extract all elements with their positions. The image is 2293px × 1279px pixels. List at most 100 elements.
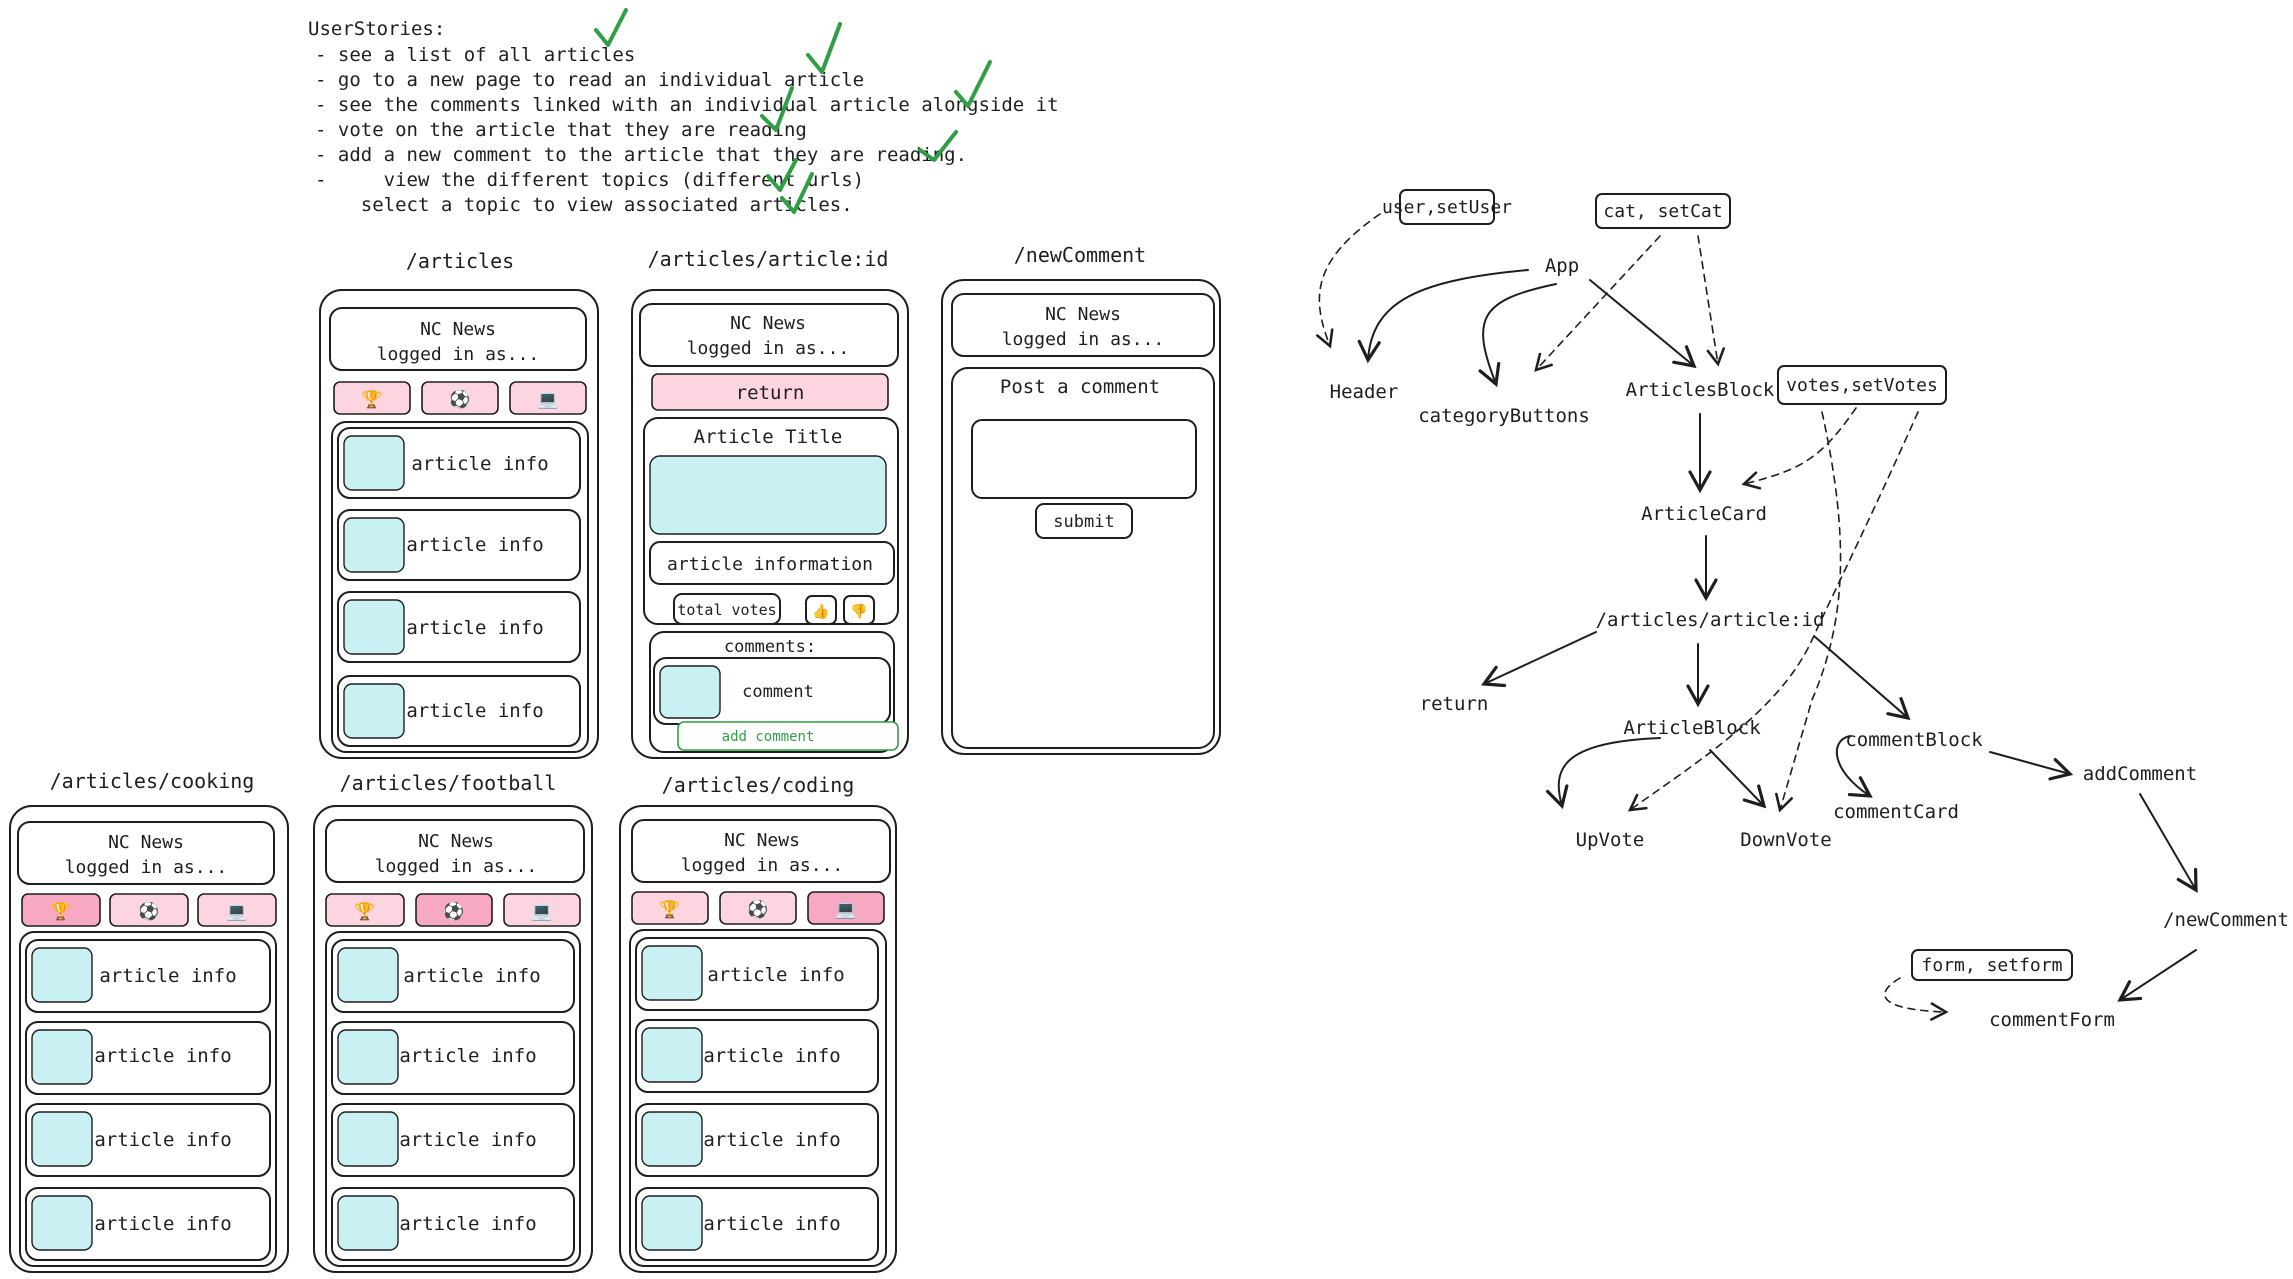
thumbnail-image [31, 1111, 93, 1167]
edge-addcomment-newcomment [2139, 793, 2198, 893]
article-info-label: article info [406, 700, 543, 722]
article-card[interactable]: article info [331, 1103, 575, 1177]
comments-label: comments: [724, 637, 816, 657]
header-title: NC News [730, 313, 806, 334]
category-button-football[interactable] [415, 893, 493, 927]
article-info-label: article info [94, 1129, 231, 1151]
article-card[interactable]: article info [635, 1103, 879, 1177]
article-card[interactable]: article info [331, 1021, 575, 1095]
article-card[interactable]: article info [331, 1187, 575, 1261]
laptop-icon: 💻 [531, 902, 552, 922]
header-title: NC News [1045, 304, 1121, 325]
check-icon [760, 86, 794, 132]
node-downvote: DownVote [1740, 829, 1832, 851]
article-info-label: article info [399, 1045, 536, 1067]
header-subtitle: logged in as... [375, 856, 538, 877]
football-icon: ⚽ [137, 901, 159, 922]
article-card[interactable]: article info [25, 1021, 271, 1095]
check-icon [954, 60, 992, 108]
node-comment-form: commentForm [1989, 1009, 2115, 1031]
article-card[interactable]: article info [25, 1103, 271, 1177]
header-box [17, 821, 275, 885]
user-story-item: - view the different topics (different u… [315, 169, 864, 191]
article-info-label: article info [399, 1129, 536, 1151]
edge-app-header [1357, 269, 1529, 364]
thumbnail-image [343, 683, 405, 739]
article-card[interactable]: article info [337, 427, 581, 499]
thumbnail-image [641, 1195, 703, 1251]
thumbnail-image [343, 517, 405, 573]
thumbnail-image [337, 947, 399, 1003]
comment-textarea[interactable] [971, 419, 1197, 499]
category-button-coding[interactable] [197, 893, 277, 927]
thumbnail-image [641, 1027, 703, 1083]
route-label: /articles [406, 249, 514, 273]
wireframe-articles: /articles NC News logged in as... 🏆 ⚽ 💻 … [319, 249, 599, 759]
category-button-football[interactable] [109, 893, 189, 927]
header-box [639, 303, 899, 367]
submit-button[interactable] [1035, 503, 1133, 539]
article-card[interactable]: article info [635, 937, 879, 1011]
node-category-buttons: categoryButtons [1418, 405, 1590, 427]
edge-newcomment-commentform [2117, 949, 2197, 1002]
wireframe-article-detail: /articles/article:id NC News logged in a… [631, 247, 909, 759]
component-tree: user,setUser cat, setCat votes,setVotes … [1316, 189, 2289, 1031]
upvote-button[interactable] [805, 595, 837, 625]
header-subtitle: logged in as... [377, 344, 540, 365]
wireframe-new-comment: /newComment NC News logged in as... Post… [941, 243, 1221, 755]
trophy-icon: 🏆 [354, 901, 375, 922]
article-card[interactable]: article info [25, 1187, 271, 1261]
route-label: /articles/article:id [648, 247, 889, 271]
edge-articleblock-downvote [1709, 749, 1767, 809]
check-icon [918, 130, 958, 162]
downvote-button[interactable] [843, 595, 875, 625]
article-card[interactable]: article info [337, 675, 581, 747]
trophy-icon: 🏆 [659, 899, 680, 920]
category-button-cooking[interactable] [333, 381, 411, 415]
article-info-label: article info [403, 965, 540, 987]
article-card[interactable]: article info [337, 509, 581, 581]
article-card[interactable]: article info [635, 1019, 879, 1093]
edge-votes-articlecard [1741, 407, 1857, 490]
category-button-football[interactable] [719, 891, 797, 925]
edge-form-commentform [1884, 977, 1949, 1021]
edge-app-articlesblock [1589, 279, 1697, 369]
header-subtitle: logged in as... [65, 857, 228, 878]
header-box [325, 819, 585, 883]
category-button-football[interactable] [421, 381, 499, 415]
article-list [325, 931, 581, 1267]
thumbnail-image [343, 599, 405, 655]
category-button-coding[interactable] [509, 381, 587, 415]
article-card[interactable]: article info [25, 939, 271, 1013]
article-card[interactable]: article info [331, 939, 575, 1013]
article-info-label: article info [707, 964, 844, 986]
article-title: Article Title [694, 426, 843, 448]
add-comment-button[interactable] [677, 721, 899, 751]
submit-label: submit [1053, 512, 1114, 532]
wireframe-coding: /articles/coding NC News logged in as...… [619, 773, 897, 1273]
category-button-cooking[interactable] [631, 891, 709, 925]
article-card[interactable]: article info [635, 1187, 879, 1261]
user-story-item: - see the comments linked with an indivi… [315, 94, 1059, 116]
check-icon [594, 8, 628, 47]
article-list [19, 931, 277, 1267]
football-icon: ⚽ [448, 389, 470, 410]
category-button-cooking[interactable] [325, 893, 405, 927]
article-information-box [649, 541, 895, 585]
header-subtitle: logged in as... [681, 855, 844, 876]
node-comment-card: commentCard [1833, 801, 1959, 823]
user-stories: UserStories: - see a list of all article… [308, 8, 1059, 216]
edge-route-commentblock [1813, 635, 1911, 721]
wireframe-cooking: /articles/cooking NC News logged in as..… [9, 769, 289, 1273]
article-card[interactable]: article info [337, 591, 581, 663]
edge-route-return [1481, 631, 1597, 688]
node-app: App [1545, 255, 1579, 277]
return-button[interactable] [651, 373, 889, 411]
category-button-coding[interactable] [503, 893, 581, 927]
form-heading: Post a comment [1000, 376, 1160, 398]
user-story-item: - see a list of all articles [315, 44, 635, 66]
football-icon: ⚽ [746, 899, 768, 920]
category-button-coding[interactable] [807, 891, 885, 925]
category-button-cooking[interactable] [21, 893, 101, 927]
